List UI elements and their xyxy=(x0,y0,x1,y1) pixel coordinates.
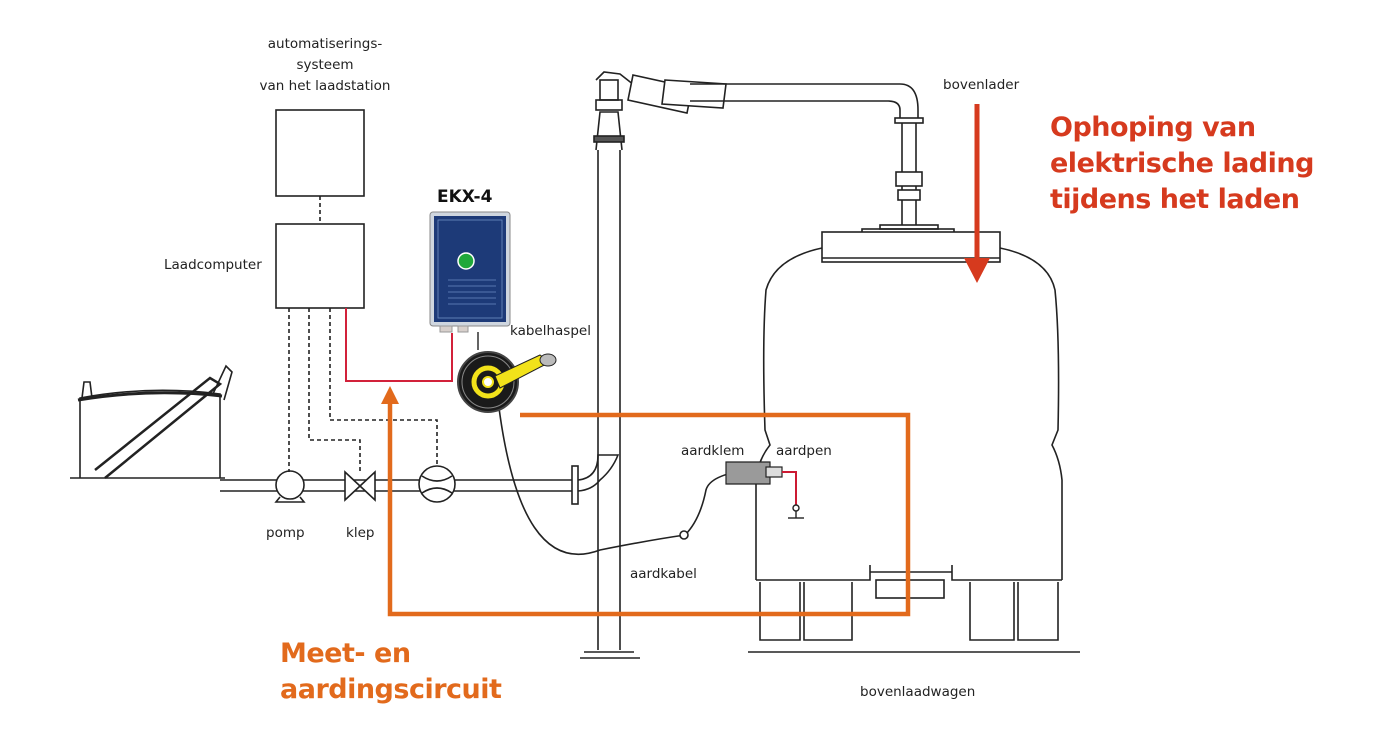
measure-ground-circuit-loop xyxy=(387,398,911,617)
label-line: automatiserings- xyxy=(267,36,383,52)
top-loader-label: bovenlader xyxy=(943,77,1020,93)
ekx4-device[interactable] xyxy=(429,211,511,333)
ground-clamp xyxy=(725,461,783,485)
automation-system-label: automatiserings- systeem van het laadsta… xyxy=(240,34,410,97)
load-computer-box xyxy=(275,223,365,309)
callout-line: Ophoping van xyxy=(1050,112,1256,143)
signal-cable xyxy=(345,308,453,382)
ground-cable-label: aardkabel xyxy=(630,566,697,582)
callout-line: Meet- en xyxy=(280,638,411,669)
tanker-truck xyxy=(748,231,1080,653)
valve-label: klep xyxy=(346,525,375,541)
callout-line: elektrische lading xyxy=(1050,148,1314,179)
label-line: systeem xyxy=(296,57,354,73)
pump-symbol xyxy=(274,470,306,503)
ground-cable xyxy=(497,399,749,556)
callout-line: aardingscircuit xyxy=(280,674,502,705)
label-line: van het laadstation xyxy=(259,78,391,94)
cable-reel-label: kabelhaspel xyxy=(510,323,591,339)
circuit-arrow-head xyxy=(381,386,399,404)
charge-buildup-callout: Ophoping van elektrische lading tijdens … xyxy=(1050,110,1314,218)
pump-label: pomp xyxy=(266,525,305,541)
ground-pin xyxy=(782,471,797,505)
storage-tank xyxy=(70,364,233,479)
charge-arrow-head xyxy=(964,258,990,283)
tanker-label: bovenlaadwagen xyxy=(860,684,976,700)
ground-clamp-label: aardklem xyxy=(681,443,745,459)
load-computer-label: Laadcomputer xyxy=(164,257,262,273)
callout-line: tijdens het laden xyxy=(1050,184,1300,215)
loading-column xyxy=(580,71,955,659)
device-title: EKX-4 xyxy=(437,187,493,207)
automation-system-box xyxy=(275,109,365,197)
measure-ground-circuit-callout: Meet- en aardingscircuit xyxy=(280,636,502,708)
valve-symbol xyxy=(344,470,376,502)
flow-meter-symbol xyxy=(418,465,456,503)
ground-pin-label: aardpen xyxy=(776,443,832,459)
status-indicator-light xyxy=(457,252,475,270)
cable-reel xyxy=(457,351,557,413)
